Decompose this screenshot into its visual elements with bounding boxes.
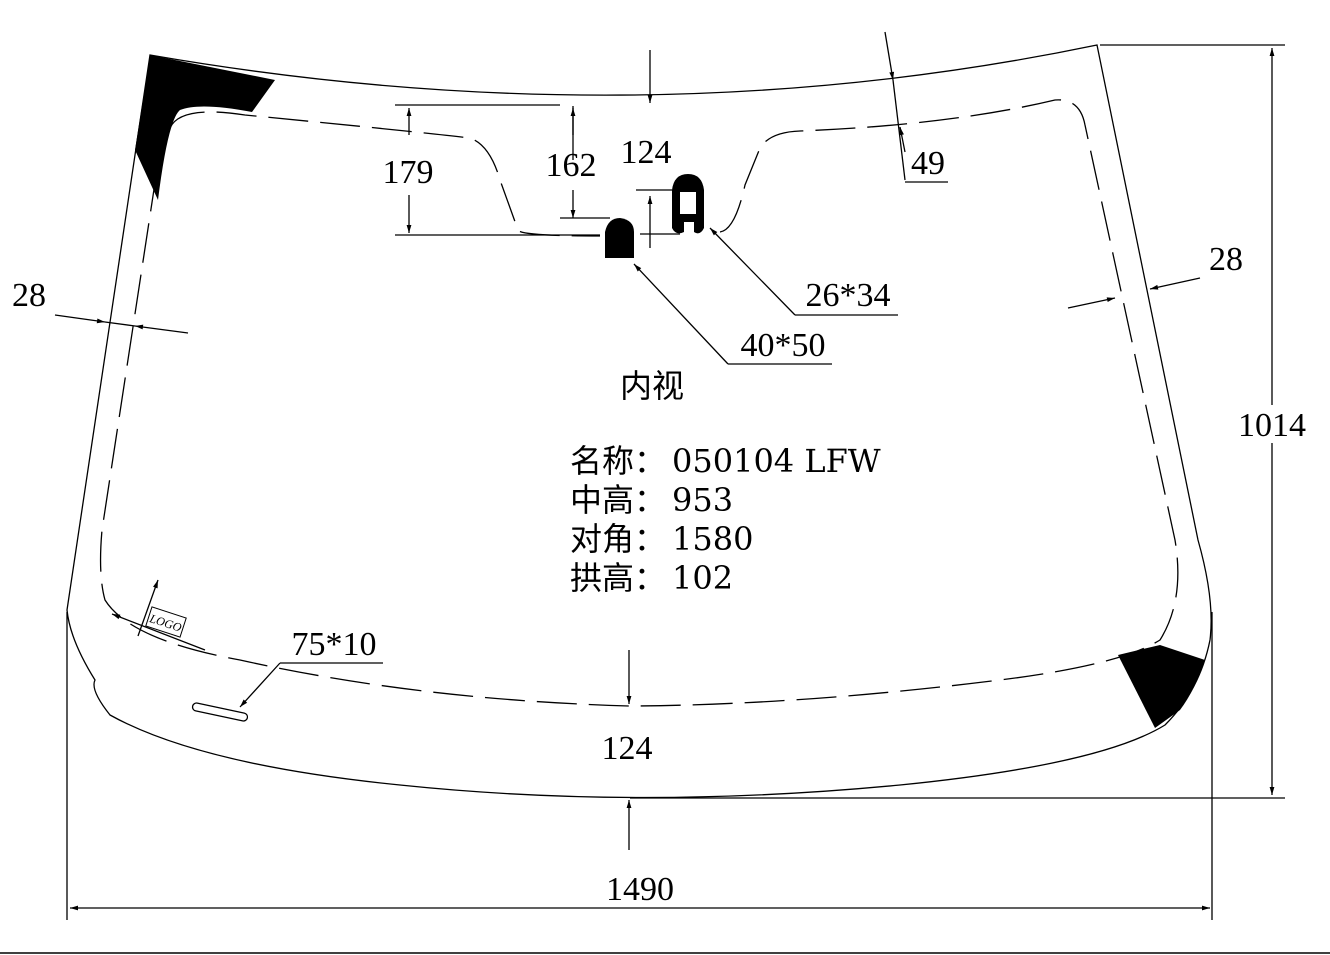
mirror-bracket — [605, 218, 634, 258]
frit-dashed-line — [99, 99, 1179, 707]
logo-box: LOGO — [145, 606, 187, 638]
diag-value: 1580 — [672, 520, 753, 558]
dim-height: 1014 — [1238, 407, 1306, 444]
corner-print-top-left — [135, 55, 275, 200]
height-label: 中高： — [570, 481, 666, 519]
camera-bracket — [672, 174, 704, 234]
vin-window — [191, 702, 249, 722]
dim-width: 1490 — [606, 871, 674, 908]
diag-label: 对角： — [570, 520, 666, 558]
label-camera-bracket: 26*34 — [806, 277, 891, 314]
height-value: 953 — [672, 481, 733, 519]
dim-top-right-offset: 49 — [911, 145, 945, 182]
arch-value: 102 — [672, 559, 733, 597]
dim-bottom-band: 124 — [602, 730, 653, 767]
view-label: 内视 — [620, 367, 684, 405]
arch-label: 拱高： — [570, 559, 666, 597]
name-value: 050104 LFW — [672, 442, 881, 480]
label-vin-window: 75*10 — [292, 626, 377, 663]
dim-right-band: 28 — [1209, 241, 1243, 278]
dim-sensor-depth: 162 — [546, 147, 597, 184]
corner-print-bottom-right — [1118, 645, 1205, 728]
dim-top-band: 124 — [621, 134, 672, 171]
glass-outline — [66, 44, 1212, 799]
dim-left-pad-depth: 179 — [383, 154, 434, 191]
name-label: 名称： — [570, 442, 666, 480]
label-mirror-bracket: 40*50 — [741, 327, 826, 364]
dim-left-band: 28 — [12, 277, 46, 314]
